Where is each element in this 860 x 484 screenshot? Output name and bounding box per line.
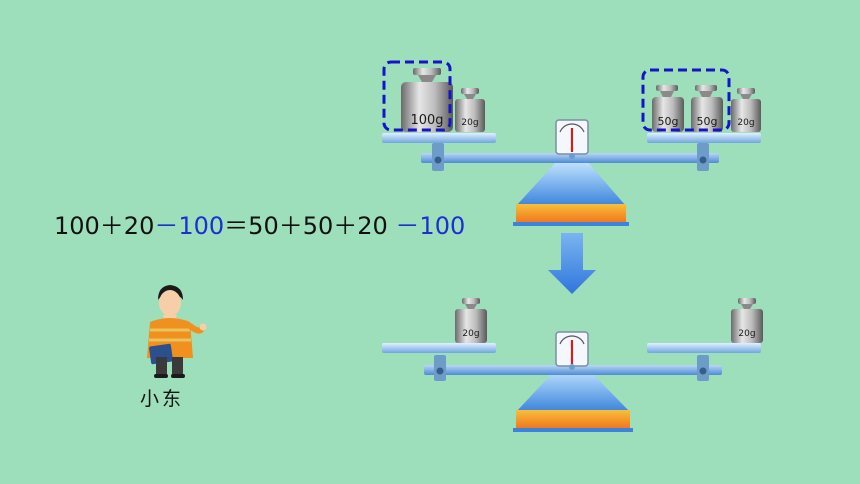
boy-illustration (147, 285, 207, 378)
weight-50g: 50g (691, 85, 723, 132)
weight-label: 100g (410, 113, 443, 128)
weight-20g: 20g (455, 298, 487, 343)
bottom-scale: 20g 20g (382, 298, 763, 432)
equation-part-2: －100 (154, 212, 225, 240)
equation-part-3: ＝50＋50＋20 (224, 212, 396, 240)
scale-beam (424, 365, 722, 375)
equation-part-4: －100 (395, 212, 466, 240)
weight-20g: 20g (455, 88, 485, 132)
left-pan (382, 343, 496, 353)
scale-tower (516, 367, 630, 412)
weight-label: 20g (461, 118, 478, 128)
left-pan (382, 133, 496, 143)
highlight-box-left (382, 60, 452, 132)
character-name: 小东 (140, 388, 185, 410)
equation-part-1: 100＋20 (54, 212, 155, 240)
down-arrow-icon (548, 233, 596, 294)
highlight-box-right (641, 68, 731, 132)
weight-20g: 20g (731, 298, 763, 343)
weight-label: 50g (658, 115, 679, 128)
weight-50g: 50g (652, 85, 684, 132)
scale-base (516, 410, 630, 430)
weight-20g: 20g (731, 88, 761, 132)
weight-label: 20g (738, 329, 755, 339)
right-pan (647, 133, 761, 143)
weight-label: 20g (462, 329, 479, 339)
top-scale: 100g 20g 50g 50g 20g (382, 60, 761, 226)
right-pan (647, 343, 761, 353)
weight-100g: 100g (401, 68, 453, 132)
weight-label: 50g (697, 115, 718, 128)
scale-base (516, 204, 626, 224)
equation: 100＋20－100＝50＋50＋20 －100 (54, 210, 465, 242)
weight-label: 20g (737, 118, 754, 128)
scale-tower (516, 160, 626, 206)
